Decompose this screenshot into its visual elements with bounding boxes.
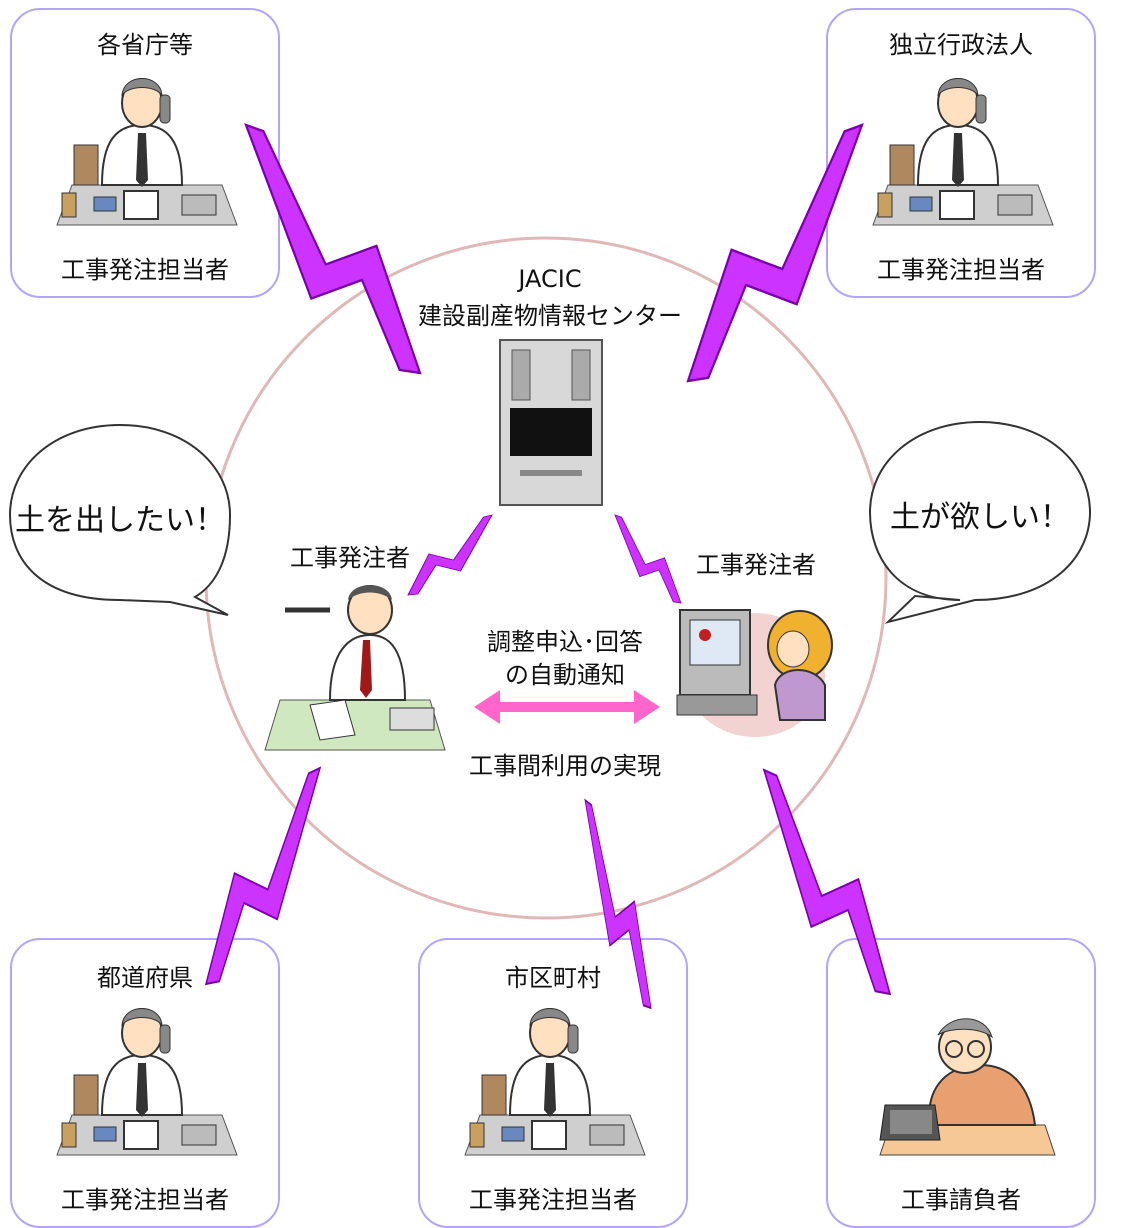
box-caption-municipalities: 工事発注担当者 — [469, 1186, 637, 1214]
contractor-illustration — [879, 1018, 1056, 1156]
bolt-ministries — [244, 123, 422, 375]
notice-result: 工事間利用の実現 — [469, 752, 661, 780]
worker-illustration-ministries — [56, 77, 238, 226]
box-ministries — [10, 8, 280, 298]
bolt-prefectures — [204, 766, 322, 986]
box-title-prefectures: 都道府県 — [97, 964, 193, 992]
speech-bubble-right — [868, 420, 1092, 624]
box-caption-agency: 工事発注担当者 — [877, 256, 1045, 284]
bolt-contractor — [762, 768, 892, 996]
two-way-arrow — [474, 690, 660, 724]
center-subtitle: 建設副産物情報センター — [418, 302, 682, 330]
box-caption-contractor: 工事請負者 — [901, 1186, 1021, 1214]
orderer-left-label: 工事発注者 — [290, 544, 410, 572]
box-title-municipalities: 市区町村 — [505, 964, 601, 992]
orderer-right-label: 工事発注者 — [696, 551, 816, 579]
notice-line1: 調整申込･回答 — [487, 628, 643, 656]
worker-illustration-prefectures — [56, 1007, 238, 1156]
box-title-agency: 独立行政法人 — [889, 31, 1033, 59]
bubble-right-text: 土が欲しい！ — [890, 500, 1070, 535]
worker-illustration-municipalities — [464, 1007, 646, 1156]
orderer-right-illustration — [676, 609, 833, 737]
box-title-ministries: 各省庁等 — [97, 31, 193, 59]
center-title: JACIC — [518, 265, 582, 293]
orderer-left-illustration — [264, 585, 446, 751]
box-caption-prefectures: 工事発注担当者 — [61, 1186, 229, 1214]
speech-bubble-left — [8, 423, 232, 616]
bolt-right-orderer — [614, 514, 682, 604]
server-illustration — [499, 339, 603, 506]
box-caption-ministries: 工事発注担当者 — [61, 256, 229, 284]
bubble-left-text: 土を出したい！ — [15, 503, 225, 538]
worker-illustration-agency — [872, 77, 1054, 226]
notice-line2: の自動通知 — [505, 661, 625, 689]
